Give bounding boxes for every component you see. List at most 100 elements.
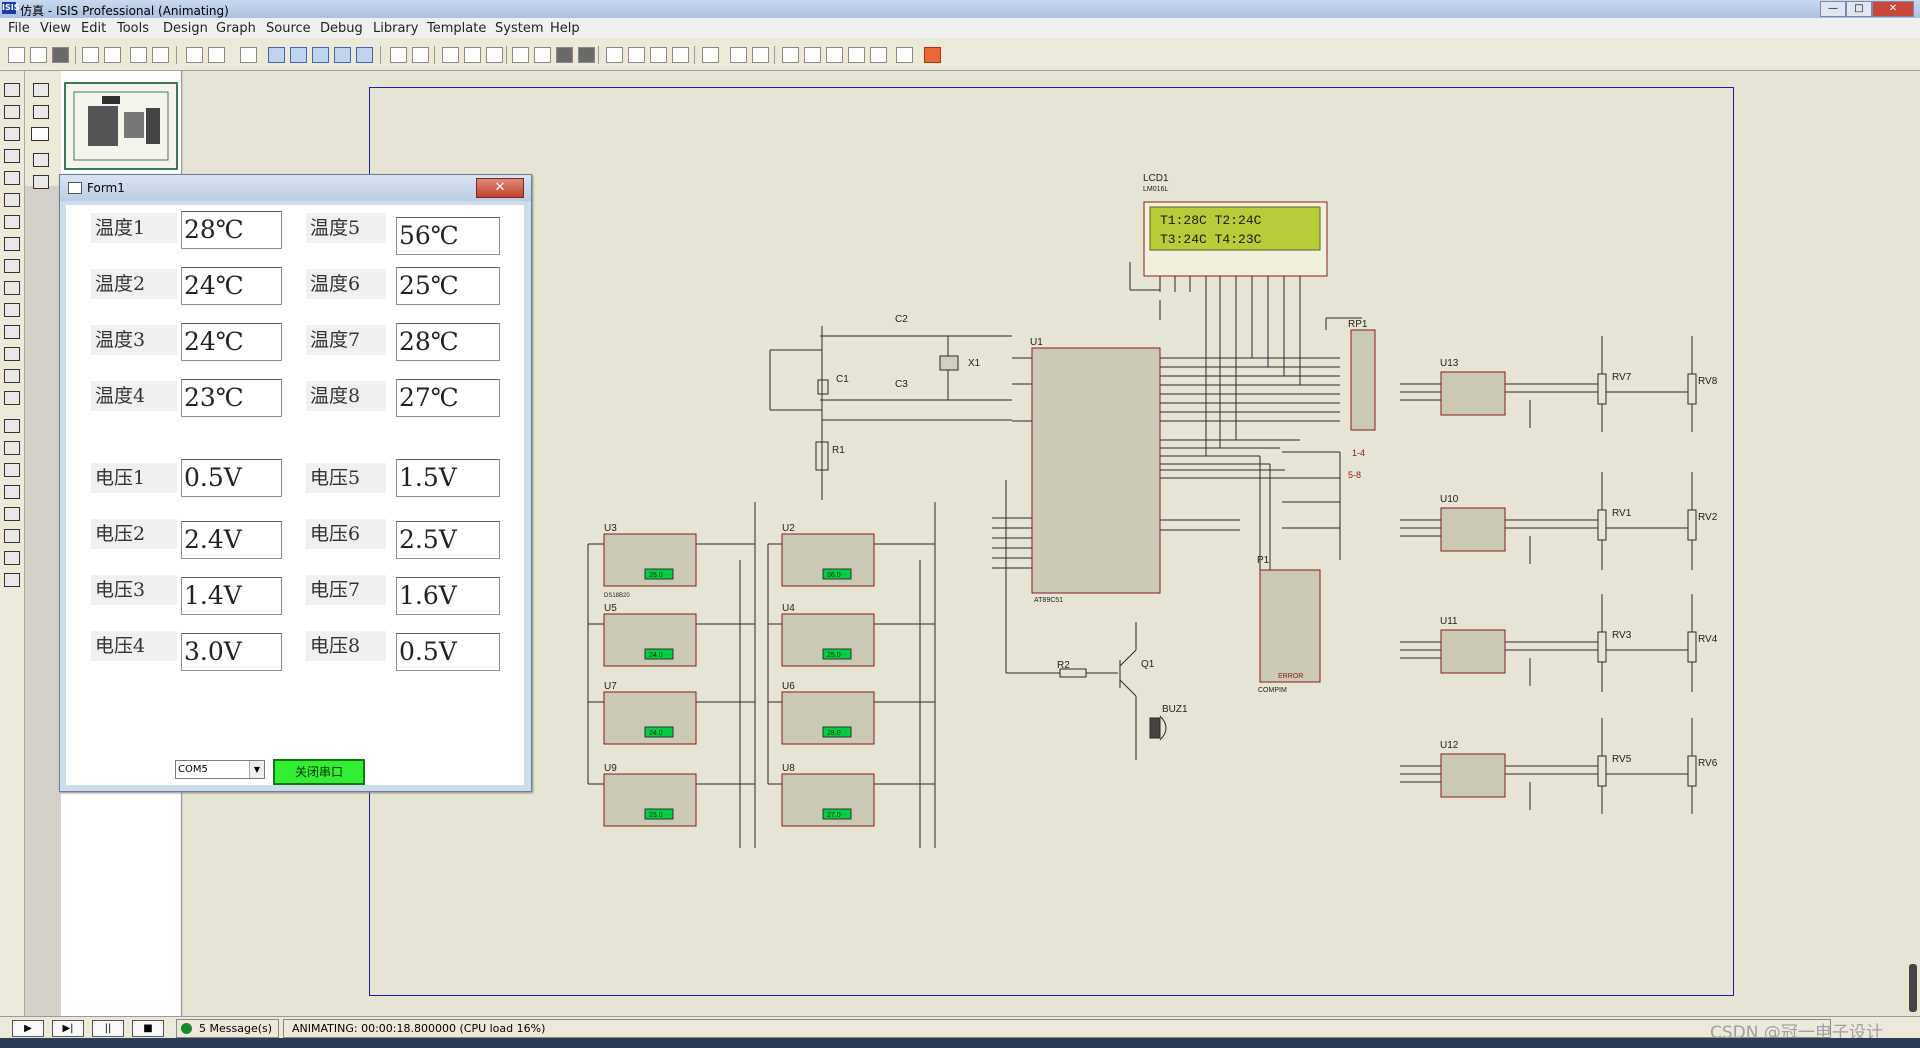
block-rotate-icon[interactable] [556, 47, 573, 63]
virtual-instruments-icon[interactable] [4, 391, 20, 405]
save-icon[interactable] [52, 47, 69, 63]
pause-button[interactable]: || [92, 1020, 124, 1037]
menu-tools[interactable]: Tools [117, 21, 150, 36]
decompose-icon[interactable] [672, 47, 689, 63]
print-icon[interactable] [130, 47, 147, 63]
mirror-x-icon[interactable] [33, 153, 49, 167]
volt-value-6[interactable]: 2.5V [396, 521, 500, 559]
vertical-scrollbar[interactable] [1909, 964, 1917, 1012]
chevron-down-icon[interactable]: ▼ [249, 761, 264, 778]
com-port-select[interactable]: COM5 ▼ [175, 760, 265, 779]
cut-icon[interactable] [442, 47, 459, 63]
zoom-in-icon[interactable] [290, 47, 307, 63]
device-pins-icon[interactable] [4, 259, 20, 273]
temp-value-8[interactable]: 27℃ [396, 379, 500, 417]
close-serial-button[interactable]: 关闭串口 [273, 759, 365, 785]
bus-icon[interactable] [4, 193, 20, 207]
property-tool-icon[interactable] [752, 47, 769, 63]
new-icon[interactable] [8, 47, 25, 63]
text-script-icon[interactable] [4, 171, 20, 185]
close-button[interactable]: ✕ [1872, 1, 1914, 17]
temp-value-1[interactable]: 28℃ [181, 211, 282, 249]
voltage-probe-icon[interactable] [4, 347, 20, 361]
temp-value-5[interactable]: 56℃ [396, 217, 500, 255]
volt-value-2[interactable]: 2.4V [181, 521, 282, 559]
menu-template[interactable]: Template [427, 21, 487, 36]
new-sheet-icon[interactable] [782, 47, 799, 63]
form1-titlebar[interactable]: Form1 ✕ [60, 175, 531, 201]
zoom-area-icon[interactable] [356, 47, 373, 63]
ares-icon[interactable] [924, 47, 941, 63]
rotate-clockwise-icon[interactable] [33, 83, 49, 97]
bill-of-materials-icon[interactable] [848, 47, 865, 63]
electrical-rule-check-icon[interactable] [870, 47, 887, 63]
temp-value-3[interactable]: 24℃ [181, 323, 282, 361]
pick-device-icon[interactable] [606, 47, 623, 63]
tape-recorder-icon[interactable] [4, 303, 20, 317]
print-area-icon[interactable] [152, 47, 169, 63]
remove-sheet-icon[interactable] [804, 47, 821, 63]
temp-value-4[interactable]: 23℃ [181, 379, 282, 417]
menu-system[interactable]: System [495, 21, 544, 36]
current-probe-icon[interactable] [4, 369, 20, 383]
volt-value-3[interactable]: 1.4V [181, 577, 282, 615]
component-mode-icon[interactable] [4, 105, 20, 119]
block-delete-icon[interactable] [578, 47, 595, 63]
line-icon[interactable] [4, 419, 20, 433]
text-icon[interactable] [4, 529, 20, 543]
path-icon[interactable] [4, 507, 20, 521]
exit-to-parent-icon[interactable] [826, 47, 843, 63]
terminals-icon[interactable] [4, 237, 20, 251]
temp-value-6[interactable]: 25℃ [396, 267, 500, 305]
menu-debug[interactable]: Debug [320, 21, 363, 36]
subcircuit-icon[interactable] [4, 215, 20, 229]
import-icon[interactable] [82, 47, 99, 63]
temp-value-2[interactable]: 24℃ [181, 267, 282, 305]
minimize-button[interactable]: — [1820, 1, 1846, 17]
menu-library[interactable]: Library [373, 21, 419, 36]
marker-icon[interactable] [4, 573, 20, 587]
symbol-icon[interactable] [4, 551, 20, 565]
form1-close-button[interactable]: ✕ [476, 178, 524, 198]
maximize-button[interactable]: □ [1846, 1, 1872, 17]
wire-autorouter-icon[interactable] [702, 47, 719, 63]
volt-value-4[interactable]: 3.0V [181, 633, 282, 671]
copy-icon[interactable] [464, 47, 481, 63]
volt-value-8[interactable]: 0.5V [396, 633, 500, 671]
graph-mode-icon[interactable] [4, 281, 20, 295]
paste-icon[interactable] [486, 47, 503, 63]
block-copy-icon[interactable] [512, 47, 529, 63]
rotate-anticlockwise-icon[interactable] [33, 105, 49, 119]
open-icon[interactable] [30, 47, 47, 63]
grid-icon[interactable] [208, 47, 225, 63]
origin-icon[interactable] [240, 47, 257, 63]
junction-dot-icon[interactable] [4, 127, 20, 141]
circle-icon[interactable] [4, 463, 20, 477]
box-icon[interactable] [4, 441, 20, 455]
block-move-icon[interactable] [534, 47, 551, 63]
netlist-to-ares-icon[interactable] [896, 47, 913, 63]
menu-design[interactable]: Design [163, 21, 208, 36]
rotation-angle-field[interactable] [31, 127, 49, 141]
stop-button[interactable]: ■ [132, 1020, 164, 1037]
wire-label-icon[interactable] [4, 149, 20, 163]
mirror-y-icon[interactable] [33, 175, 49, 189]
step-button[interactable]: ▶| [52, 1020, 84, 1037]
zoom-all-icon[interactable] [334, 47, 351, 63]
undo-icon[interactable] [390, 47, 407, 63]
volt-value-7[interactable]: 1.6V [396, 577, 500, 615]
arc-icon[interactable] [4, 485, 20, 499]
menu-view[interactable]: View [40, 21, 71, 36]
menu-file[interactable]: File [8, 21, 30, 36]
menu-edit[interactable]: Edit [81, 21, 107, 36]
volt-value-1[interactable]: 0.5V [181, 459, 282, 497]
volt-value-5[interactable]: 1.5V [396, 459, 500, 497]
redo-icon[interactable] [412, 47, 429, 63]
menu-source[interactable]: Source [266, 21, 311, 36]
generator-icon[interactable] [4, 325, 20, 339]
messages-indicator[interactable]: 5 Message(s) [176, 1019, 280, 1038]
temp-value-7[interactable]: 28℃ [396, 323, 500, 361]
make-device-icon[interactable] [628, 47, 645, 63]
search-icon[interactable] [730, 47, 747, 63]
menu-graph[interactable]: Graph [216, 21, 256, 36]
